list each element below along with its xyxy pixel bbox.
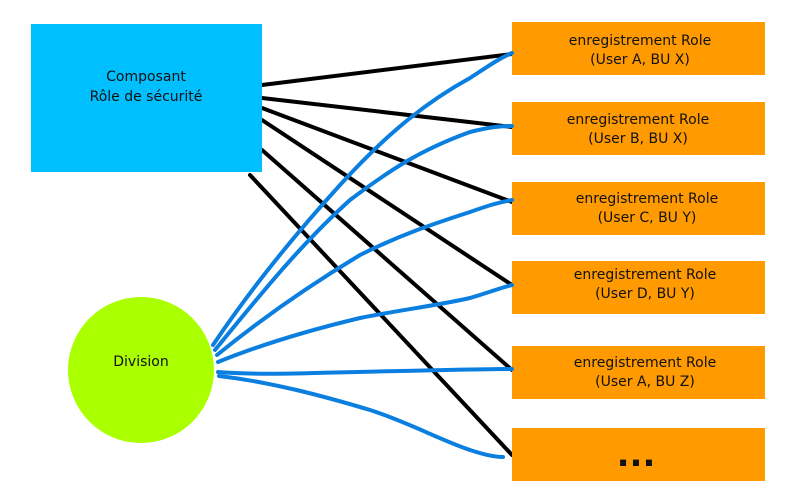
role-record-line2: (User D, BU Y) [595,286,695,302]
role-record-line1: enregistrement Role [569,33,711,49]
role-record-line2: (User A, BU X) [590,52,690,68]
role-records: enregistrement Role (User A, BU X) enreg… [512,22,765,481]
component-link-1 [260,52,514,87]
role-record-box [512,346,765,399]
role-record-more-box [512,428,765,481]
division-link-1 [211,51,514,347]
role-record-1: enregistrement Role (User A, BU X) [512,22,765,75]
division-circle [68,297,214,443]
role-record-box [512,102,765,155]
role-record-line1: enregistrement Role [567,112,709,128]
role-record-5: enregistrement Role (User A, BU Z) [512,346,765,399]
role-record-box [512,22,765,75]
division-link-6 [217,374,505,459]
role-record-line1: enregistrement Role [574,267,716,283]
component-links [248,52,514,457]
role-record-box [512,182,765,235]
division-node: Division [68,297,214,443]
division-link-3 [215,198,514,357]
role-record-more: ... [512,428,765,481]
component-link-5 [260,148,514,372]
role-record-4: enregistrement Role (User D, BU Y) [512,261,765,314]
component-node: Composant Rôle de sécurité [31,24,262,172]
division-label: Division [113,354,168,370]
role-record-line1: enregistrement Role [574,355,716,371]
component-link-4 [260,118,514,287]
component-label-line1: Composant [106,69,186,85]
role-record-line2: (User B, BU X) [588,131,688,147]
division-link-4 [216,283,514,364]
component-box [31,24,262,172]
role-record-line2: (User C, BU Y) [598,210,697,226]
component-link-2 [260,96,514,129]
role-record-3: enregistrement Role (User C, BU Y) [512,182,765,235]
component-link-3 [260,106,514,204]
role-record-line1: enregistrement Role [576,191,718,207]
component-label-line2: Rôle de sécurité [90,89,203,105]
role-record-box [512,261,765,314]
division-links [211,51,514,459]
division-link-2 [213,124,514,352]
division-link-5 [216,367,514,376]
more-records-ellipsis: ... [617,435,656,475]
role-record-2: enregistrement Role (User B, BU X) [512,102,765,155]
role-record-line2: (User A, BU Z) [595,374,695,390]
